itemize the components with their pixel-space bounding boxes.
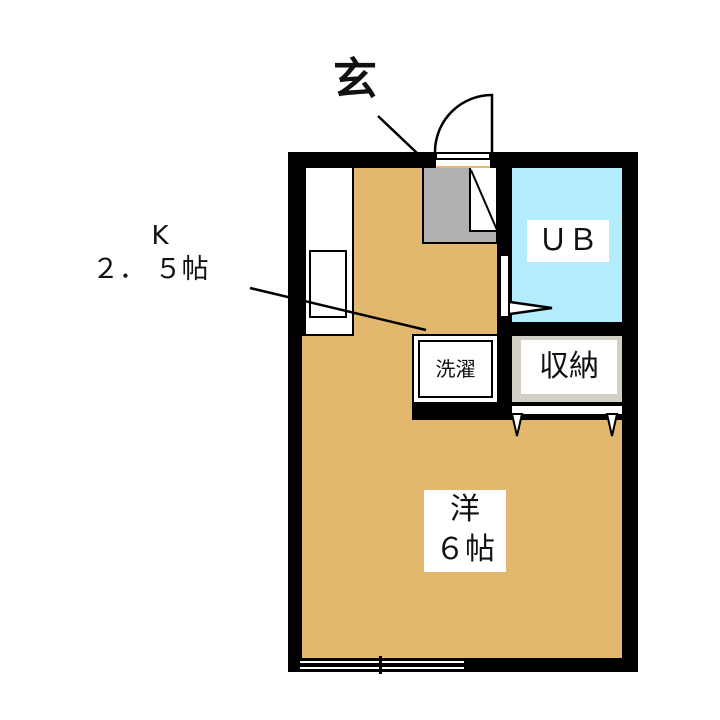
- window[interactable]: [299, 656, 465, 674]
- entrance-label: 玄: [333, 54, 377, 105]
- wall-top-right: [490, 152, 638, 168]
- western-room-label-type: 洋: [424, 490, 506, 530]
- kitchen-leader-line: [249, 286, 427, 332]
- storage-door-left-icon: [510, 413, 524, 437]
- storage-door-right-icon: [605, 413, 619, 437]
- bath-door: [500, 255, 509, 317]
- laundry-label: 洗濯: [418, 340, 493, 398]
- entrance-door-swing-icon: [433, 93, 494, 153]
- wall-left: [288, 152, 302, 672]
- entrance-door-threshold: [435, 152, 491, 160]
- kitchen-counter-edge: [304, 168, 306, 336]
- storage-label: 収納: [521, 340, 617, 394]
- shoe-cabinet-door-icon: [470, 169, 498, 231]
- wall-top-left: [288, 152, 436, 168]
- western-room-label-size: ６帖: [424, 530, 506, 572]
- window-pane-outer: [299, 660, 465, 664]
- storage-door: [512, 406, 622, 414]
- window-mullion: [379, 656, 382, 674]
- bath-door-swing-icon: [509, 300, 553, 316]
- kitchen-label-size: ２． ５帖: [92, 254, 209, 285]
- wall-bath-storage: [497, 322, 638, 336]
- unit-bath-label: ＵＢ: [527, 220, 609, 262]
- entrance-leader-line: [377, 115, 419, 155]
- wall-laundry-bottom: [412, 404, 512, 420]
- kitchen-label-type: K: [151, 221, 169, 251]
- window-pane-inner: [299, 666, 465, 670]
